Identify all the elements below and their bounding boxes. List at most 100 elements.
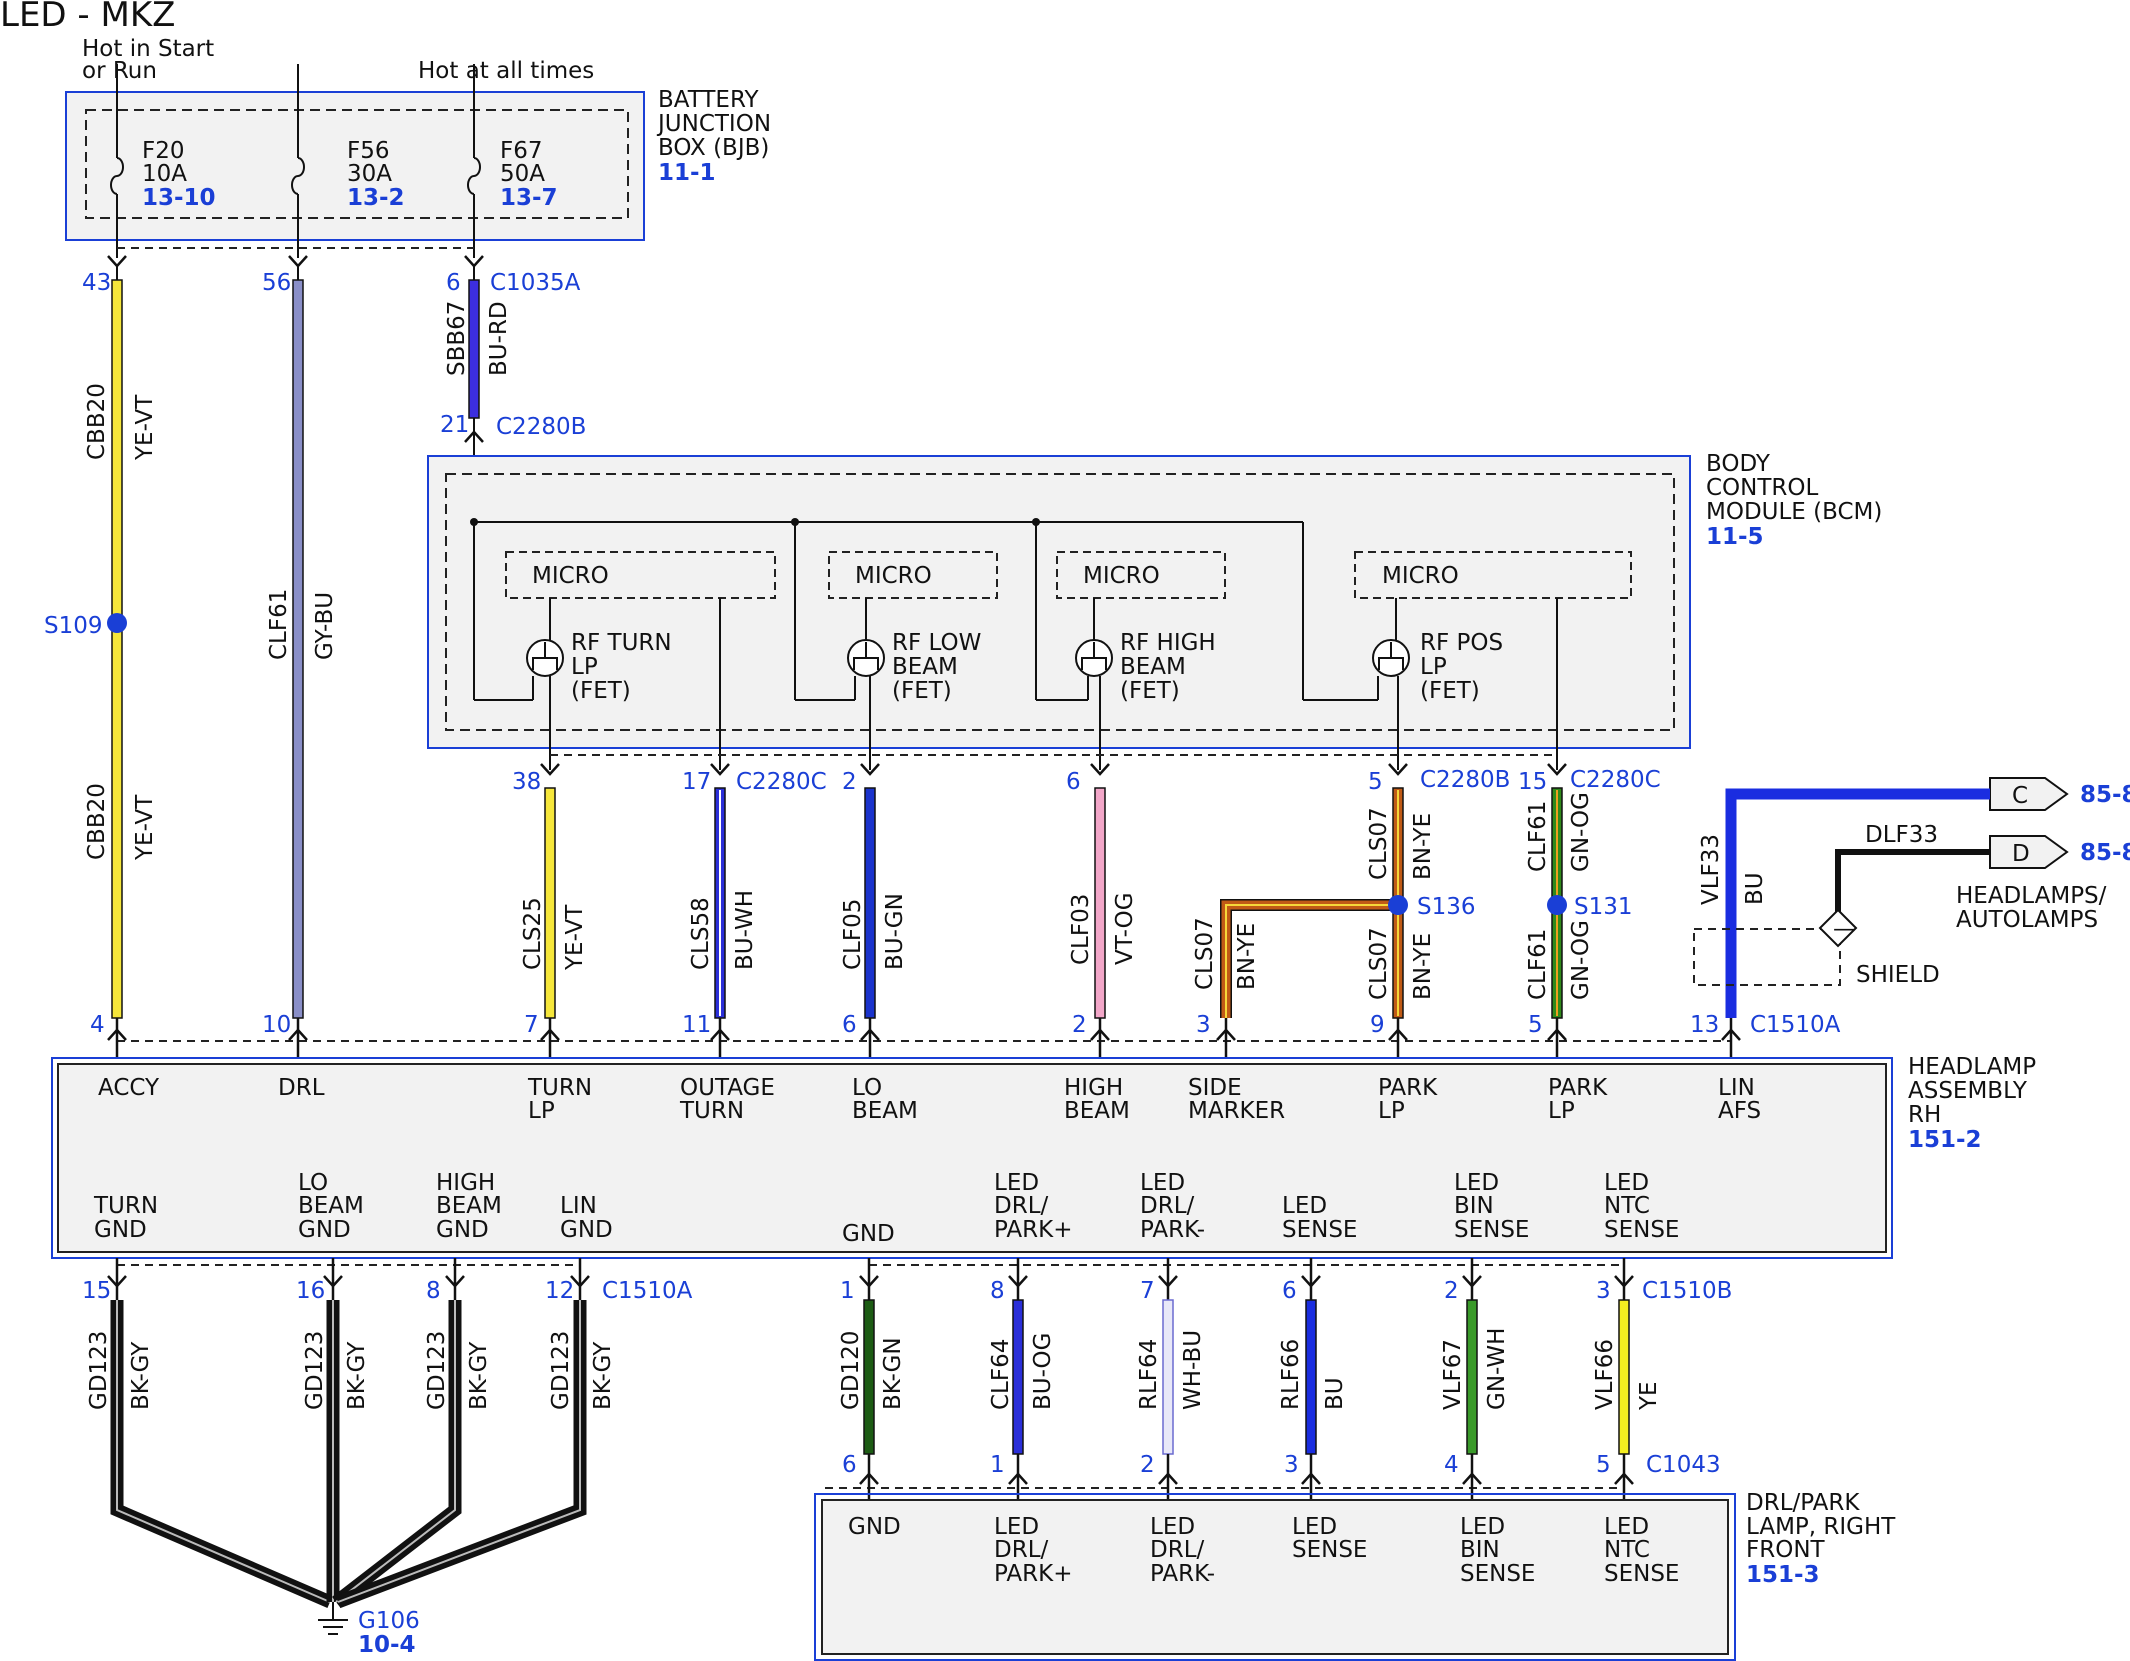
- wire-gd123-id-3: GD123: [424, 1331, 450, 1410]
- wire-vlf67-id: VLF67: [1440, 1339, 1466, 1410]
- hl-led-bin-l1: LED: [1454, 1170, 1499, 1196]
- wire-clf64: [1012, 1299, 1024, 1455]
- hl-high-l2: BEAM: [1064, 1098, 1130, 1124]
- pin-1: 1: [840, 1278, 855, 1304]
- drl-led-plus-l3: PARK+: [994, 1561, 1072, 1587]
- hl-led-drl-minus-l1: LED: [1140, 1170, 1185, 1196]
- pin-3b: 3: [1596, 1278, 1611, 1304]
- fet-rf-pos-l3: (FET): [1420, 678, 1480, 704]
- drl-led-bin-l2: BIN: [1460, 1537, 1500, 1563]
- drl-label-1: DRL/PARK: [1746, 1490, 1860, 1516]
- hl-led-sense-l2: LED: [1282, 1193, 1327, 1219]
- fet-icon: [526, 639, 564, 677]
- hl-lo-gnd-l2: BEAM: [298, 1193, 364, 1219]
- shield-box: [1693, 928, 1841, 986]
- connector-c1035a: C1035A: [490, 270, 581, 296]
- drl-led-sense-l2: SENSE: [1292, 1537, 1367, 1563]
- drl-pin-3: 3: [1284, 1452, 1299, 1478]
- hl-led-ntc-l2: NTC: [1604, 1193, 1650, 1219]
- offpage-d-ref[interactable]: 85-8: [2080, 840, 2130, 866]
- wire-vlf66-color: YE: [1636, 1381, 1662, 1411]
- drl-led-plus-l1: LED: [994, 1514, 1039, 1540]
- fet-icon: [1372, 639, 1410, 677]
- wire-clf64-color: BU-OG: [1030, 1333, 1056, 1410]
- fet-rf-low-l3: (FET): [892, 678, 952, 704]
- wire-cls07-id-bot: CLS07: [1366, 927, 1392, 1000]
- wire-vlf66-id: VLF66: [1592, 1339, 1618, 1410]
- hot-start-label-1: Hot in Start: [82, 36, 214, 62]
- hl-park2-l1: PARK: [1548, 1075, 1608, 1101]
- connector-c1510a-top: C1510A: [1750, 1012, 1841, 1038]
- hl-side-l1: SIDE: [1188, 1075, 1242, 1101]
- fuse-f67-ref: 13-7: [500, 185, 558, 211]
- wire-gd123-color-1: BK-GY: [128, 1341, 154, 1410]
- pin-6b: 6: [1282, 1278, 1297, 1304]
- hot-all-times-label: Hot at all times: [418, 58, 594, 84]
- hl-park1-l2: LP: [1378, 1098, 1405, 1124]
- offpage-connector-c[interactable]: [1989, 777, 2069, 811]
- offpage-d-label: D: [2012, 841, 2030, 867]
- wire-clf61b-id-top: CLF61: [1525, 801, 1551, 872]
- wire-vlf66: [1618, 1299, 1630, 1455]
- shield-diamond-icon: [1818, 908, 1858, 948]
- diagram-title: LED - MKZ: [0, 0, 175, 35]
- pin-43: 43: [82, 270, 111, 296]
- wire-clf05-color: BU-GN: [882, 893, 908, 970]
- hl-led-bin-l2: BIN: [1454, 1193, 1494, 1219]
- drl-led-plus-l2: DRL/: [994, 1537, 1049, 1563]
- wire-clf61-color: GY-BU: [312, 592, 338, 660]
- fuse-f20-rating: 10A: [142, 161, 187, 187]
- wire-gd123-id-2: GD123: [302, 1331, 328, 1410]
- connector-c1510a-bot: C1510A: [602, 1278, 693, 1304]
- bjb-label-3: BOX (BJB): [658, 135, 769, 161]
- wire-rlf64-color: WH-BU: [1180, 1330, 1206, 1410]
- hl-led-drl-minus-l3: PARK-: [1140, 1217, 1205, 1243]
- wire-clf64-id: CLF64: [988, 1339, 1014, 1410]
- drl-ref: 151-3: [1746, 1562, 1820, 1588]
- fet-rf-pos-l2: LP: [1420, 654, 1447, 680]
- wire-rlf64-id: RLF64: [1136, 1339, 1162, 1410]
- pin-15: 15: [82, 1278, 111, 1304]
- headlamp-label-3: RH: [1908, 1102, 1941, 1128]
- wire-cls07-color-top: BN-YE: [1410, 813, 1436, 880]
- pin-11: 11: [682, 1012, 711, 1038]
- shield-symbol: —: [1833, 916, 1856, 942]
- connector-c2280c-2: C2280C: [1570, 767, 1661, 793]
- wire-cls07-id-side: CLS07: [1192, 917, 1218, 990]
- wire-cbb20-color-top: YE-VT: [132, 394, 158, 461]
- pin-3-hl: 3: [1196, 1012, 1211, 1038]
- pin-7: 7: [524, 1012, 539, 1038]
- drl-pin-1: 1: [990, 1452, 1005, 1478]
- fuse-f56-ref: 13-2: [347, 185, 405, 211]
- hl-park2-l2: LP: [1548, 1098, 1575, 1124]
- hl-turn-gnd-l2: TURN: [93, 1193, 158, 1219]
- wire-cls25-id: CLS25: [520, 897, 546, 970]
- wire-cls58-id: CLS58: [688, 897, 714, 970]
- fuse-f67-rating: 50A: [500, 161, 545, 187]
- splice-s109: [107, 613, 127, 633]
- fuse-f20-name: F20: [142, 138, 185, 164]
- wire-sbb67-color: BU-RD: [486, 301, 512, 376]
- wire-clf61b-id-bot: CLF61: [1525, 929, 1551, 1000]
- drl-pin-6: 6: [842, 1452, 857, 1478]
- hl-gnd: GND: [842, 1221, 895, 1247]
- wire-gd123-id-1: GD123: [86, 1331, 112, 1410]
- offpage-c-ref[interactable]: 85-8: [2080, 782, 2130, 808]
- micro-box-2: [828, 551, 998, 599]
- offpage-connector-d[interactable]: [1989, 835, 2069, 869]
- wire-rlf66-id: RLF66: [1278, 1339, 1304, 1410]
- pin-15-bcm: 15: [1518, 769, 1547, 795]
- hl-led-ntc-l3: SENSE: [1604, 1217, 1679, 1243]
- bjb-label-1: BATTERY: [658, 87, 759, 113]
- wire-cls58-color: BU-WH: [732, 890, 758, 970]
- hl-high-gnd-l1: HIGH: [436, 1170, 495, 1196]
- wire-gd123-id-3b: BK-GY: [466, 1341, 492, 1410]
- wire-gd123-color-2: BK-GY: [344, 1341, 370, 1410]
- hl-lin-l1: LIN: [1718, 1075, 1755, 1101]
- drl-led-bin-l3: SENSE: [1460, 1561, 1535, 1587]
- hl-led-drl-plus-l2: DRL/: [994, 1193, 1049, 1219]
- hl-led-drl-minus-l2: DRL/: [1140, 1193, 1195, 1219]
- wire-sbb67: [468, 279, 480, 419]
- hl-park1-l1: PARK: [1378, 1075, 1438, 1101]
- drl-pin-4: 4: [1444, 1452, 1459, 1478]
